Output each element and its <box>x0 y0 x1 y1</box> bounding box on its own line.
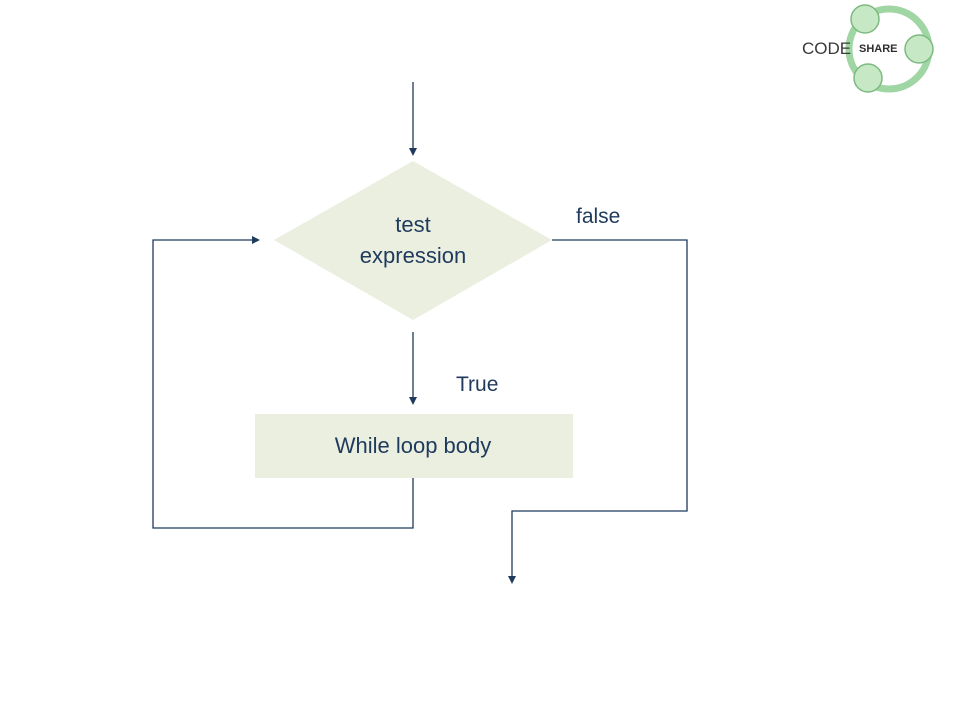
decision-diamond <box>274 161 552 320</box>
false-label: false <box>576 205 620 228</box>
decision-label-line2: expression <box>360 243 466 268</box>
logo-dot-bottom <box>853 63 883 93</box>
codeshare-logo: CODE SHARE <box>802 4 934 93</box>
logo-dot-right <box>904 34 934 64</box>
loop-body-label: While loop body <box>335 433 492 458</box>
true-label: True <box>456 373 498 396</box>
logo-code-text: CODE <box>802 39 851 58</box>
loop-back-arrow <box>152 236 414 529</box>
loop-body-box <box>255 414 573 478</box>
logo-share-text: SHARE <box>859 43 898 55</box>
logo-dot-top <box>850 4 880 34</box>
decision-label-line1: test <box>395 212 430 237</box>
false-exit-arrow <box>508 239 688 584</box>
